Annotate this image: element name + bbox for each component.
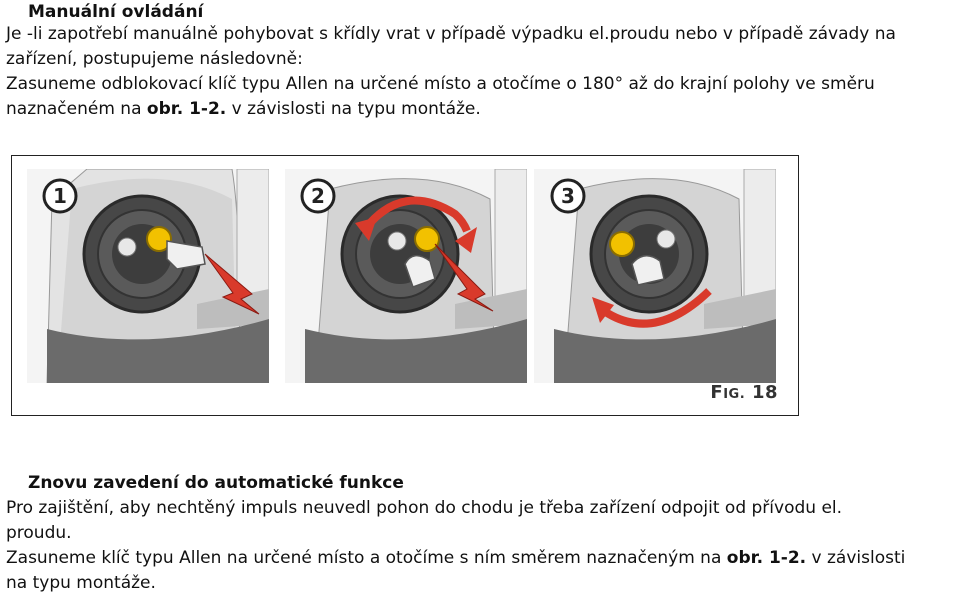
figure-label: FIG. 18: [710, 382, 778, 403]
text-span: v závislosti na typu montáže.: [226, 99, 481, 119]
text-line: naznačeném na obr. 1-2. v závislosti na …: [6, 97, 896, 122]
step-number-1: 1: [53, 184, 67, 208]
text-span: Zasuneme klíč typu Allen na určené místo…: [6, 548, 727, 568]
figure-reference: obr. 1-2.: [726, 548, 807, 568]
automatic-instructions: Pro zajištění, aby nechtěný impuls neuve…: [6, 496, 905, 596]
manual-instructions: Je -li zapotřebí manuálně pohybovat s kř…: [6, 22, 896, 122]
figure-18: 1 2 3: [11, 155, 799, 416]
figure-label-prefix: F: [710, 382, 724, 403]
text-line: Zasuneme odblokovací klíč typu Allen na …: [6, 74, 875, 94]
text-line: na typu montáže.: [6, 573, 156, 593]
text-line: Zasuneme klíč typu Allen na určené místo…: [6, 546, 905, 571]
text-line: Je -li zapotřebí manuálně pohybovat s kř…: [6, 24, 896, 44]
step-number-badge: 1: [42, 178, 78, 214]
section-heading-automatic: Znovu zavedení do automatické funkce: [28, 473, 404, 493]
text-span: naznačeném na: [6, 99, 147, 119]
step-number-badge: 2: [300, 178, 336, 214]
figure-panel-1: [27, 169, 269, 383]
figure-label-number: 18: [751, 382, 778, 403]
figure-reference: obr. 1-2.: [146, 99, 227, 119]
step-number-2: 2: [311, 184, 325, 208]
section-heading-manual: Manuální ovládání: [28, 2, 204, 22]
text-line: Pro zajištění, aby nechtěný impuls neuve…: [6, 498, 843, 518]
text-span: v závislosti: [806, 548, 906, 568]
figure-label-smallcaps: IG.: [723, 387, 746, 402]
step-number-badge: 3: [550, 178, 586, 214]
step-number-3: 3: [561, 184, 575, 208]
text-line: zařízení, postupujeme následovně:: [6, 49, 303, 69]
text-line: proudu.: [6, 523, 72, 543]
